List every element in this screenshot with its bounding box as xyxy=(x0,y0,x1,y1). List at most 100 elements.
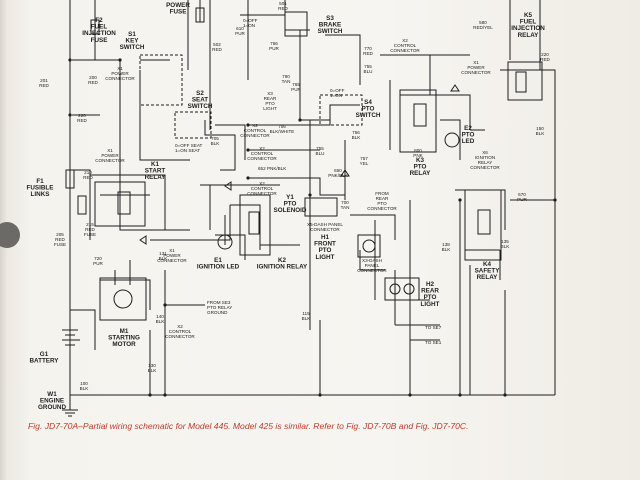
s2-seat-switch-symbol xyxy=(174,111,212,139)
power-fuse-symbol xyxy=(195,7,205,23)
diode-symbol xyxy=(224,181,232,191)
k3-relay-symbol xyxy=(399,89,437,153)
junction-dots xyxy=(68,58,557,397)
y1-solenoid-symbol xyxy=(304,197,338,217)
s3-brake-switch-symbol xyxy=(284,11,308,37)
f1-link-symbol-b xyxy=(77,195,87,215)
g1-battery-symbol xyxy=(62,329,78,346)
diode-symbol xyxy=(139,235,147,245)
s1-key-switch-symbol xyxy=(139,54,183,106)
k4-relay-symbol xyxy=(464,189,502,261)
k5-relay-symbol xyxy=(507,61,543,101)
wire-label: 652 PNK/BLK xyxy=(258,166,287,171)
figure-caption: Fig. JD7-70A–Partial wiring schematic fo… xyxy=(28,421,469,431)
k1-relay-symbol xyxy=(94,181,146,227)
e1-led-symbol xyxy=(217,234,233,250)
m1-motor-symbol xyxy=(99,277,147,321)
h1-light-symbol xyxy=(357,234,381,258)
h2-light-symbol xyxy=(384,277,420,301)
w1-ground-symbol xyxy=(62,409,78,417)
e2-led-symbol xyxy=(444,132,460,148)
f2-fuse-symbol xyxy=(90,19,100,35)
wires xyxy=(69,0,556,410)
to-se1-label: TO SE1 xyxy=(425,340,442,345)
k2-relay-symbol xyxy=(239,194,271,256)
diode-symbol xyxy=(450,84,460,92)
diode-symbol xyxy=(340,169,350,177)
binder-hole xyxy=(0,222,20,248)
